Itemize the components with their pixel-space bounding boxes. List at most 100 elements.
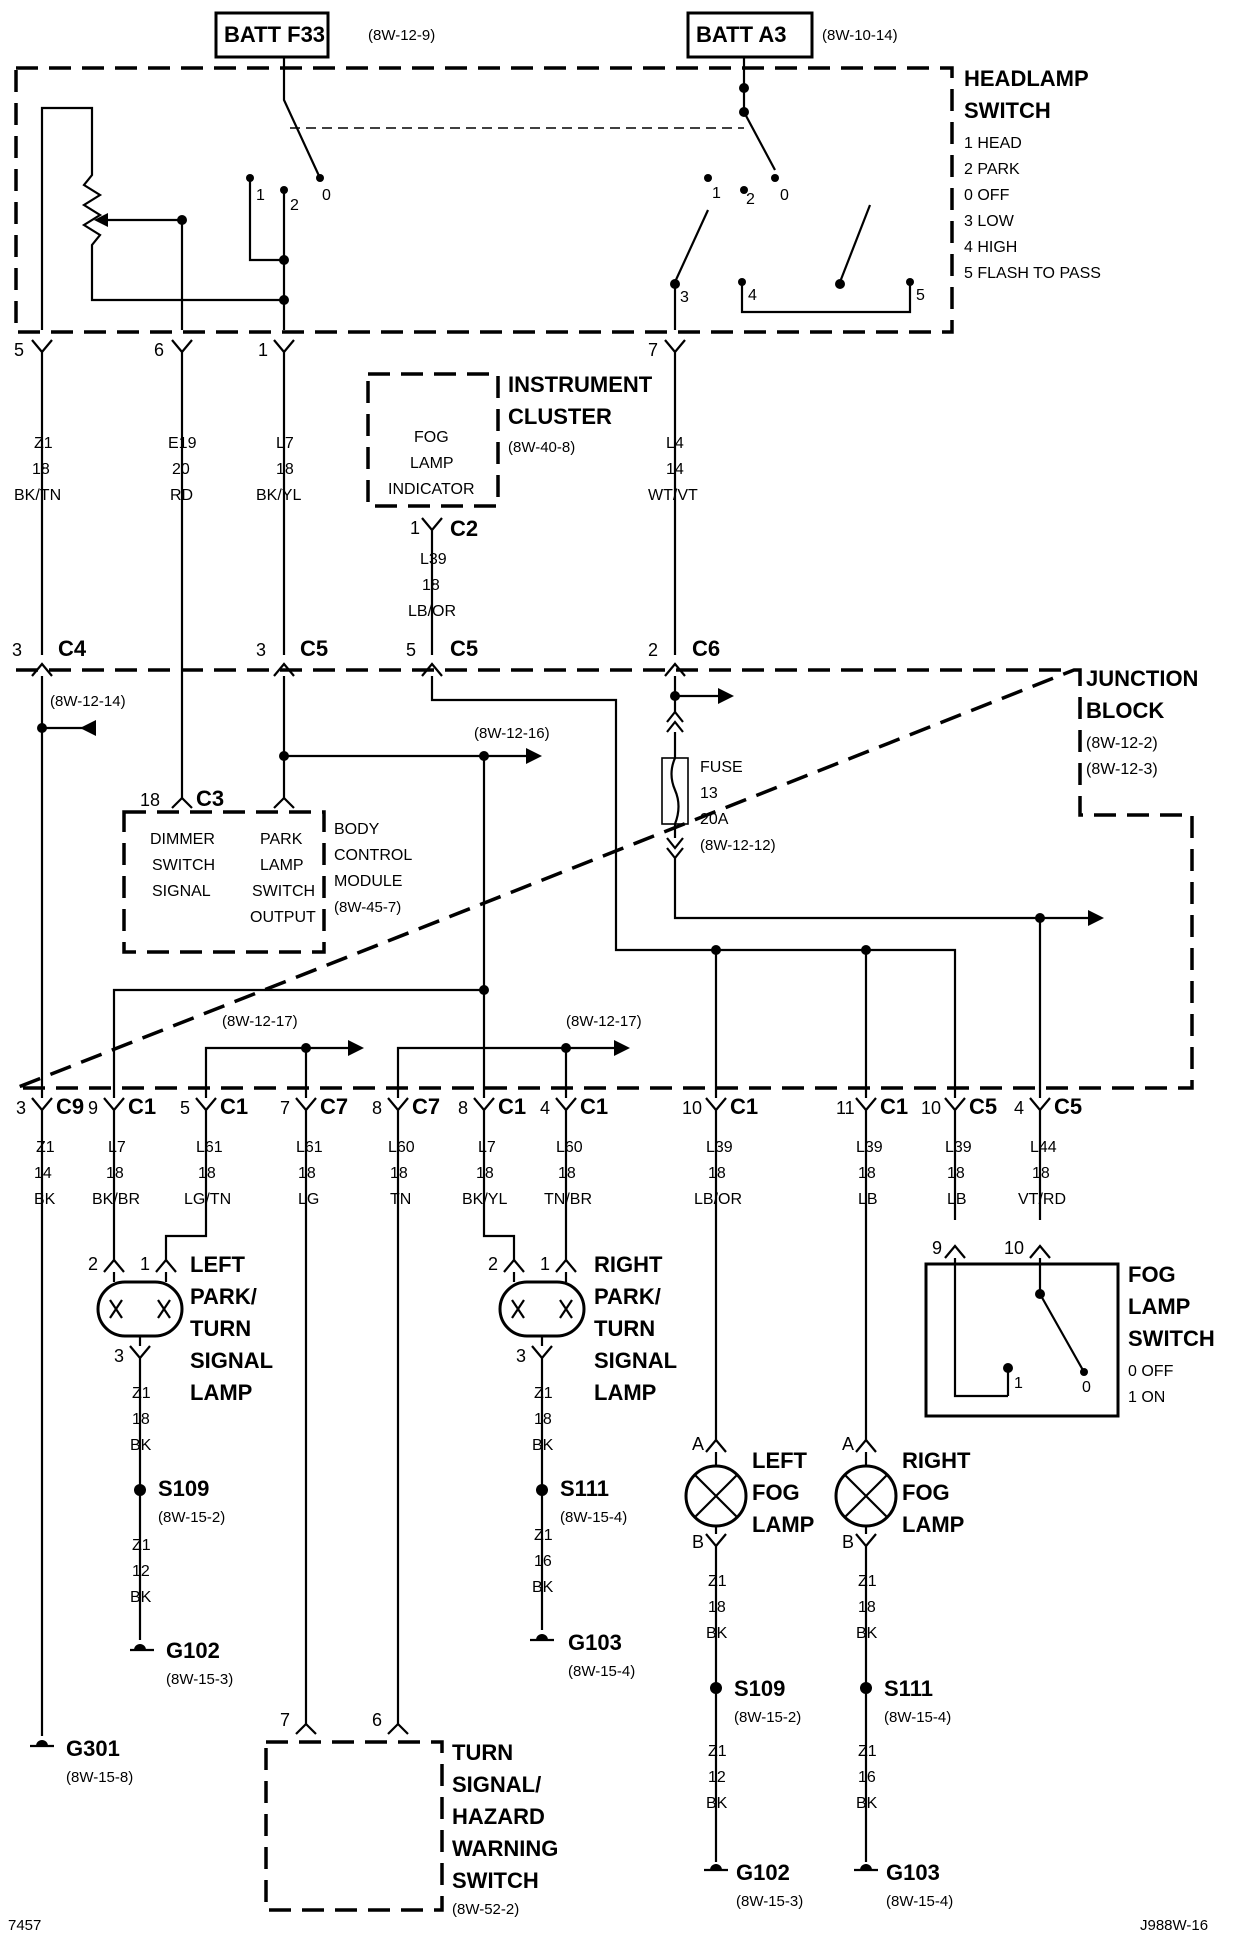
pin-5: 5 Z1 18 BK/TN [14,339,61,655]
svg-text:LB: LB [858,1191,878,1208]
svg-text:INDICATOR: INDICATOR [388,481,475,498]
headlamp-switch: HEADLAMP SWITCH 1 HEAD 2 PARK 0 OFF 3 LO… [14,57,1101,334]
svg-text:TN/BR: TN/BR [544,1191,592,1208]
svg-text:LB/OR: LB/OR [408,603,456,620]
svg-text:LG: LG [298,1191,319,1208]
svg-text:1: 1 [256,187,265,204]
svg-text:SWITCH: SWITCH [1128,1326,1215,1351]
svg-text:BATT F33: BATT F33 [224,22,325,47]
svg-text:C7: C7 [412,1094,440,1119]
svg-text:5: 5 [14,340,24,360]
svg-text:LAMP: LAMP [1128,1294,1190,1319]
svg-text:C1: C1 [128,1094,156,1119]
svg-text:18: 18 [132,1411,150,1428]
svg-text:18: 18 [708,1599,726,1616]
jb-top-c6: 2 C6 [648,636,720,677]
jb-bottom-pins: 3 C9 Z1 14 BK 9 C1 L7 18 BK/BR 5 C1 L61 … [16,1094,1082,1736]
svg-text:7: 7 [280,1098,290,1118]
svg-text:18: 18 [1032,1165,1050,1182]
svg-text:L60: L60 [556,1139,583,1156]
svg-text:G301: G301 [66,1736,120,1761]
svg-text:SWITCH: SWITCH [252,883,315,900]
svg-text:(8W-10-14): (8W-10-14) [822,27,898,44]
svg-text:(8W-12-9): (8W-12-9) [368,27,435,44]
svg-text:12: 12 [132,1563,150,1580]
svg-text:(8W-12-14): (8W-12-14) [50,693,126,710]
svg-text:A: A [692,1434,704,1454]
svg-text:18: 18 [422,577,440,594]
svg-text:0: 0 [780,187,789,204]
svg-text:(8W-15-4): (8W-15-4) [568,1663,635,1680]
svg-text:5: 5 [180,1098,190,1118]
svg-text:Z1: Z1 [36,1139,55,1156]
svg-text:G103: G103 [568,1630,622,1655]
svg-text:E19: E19 [168,435,197,452]
svg-text:BK: BK [706,1795,728,1812]
jb-c7-8: 8 C7 L60 18 TN [372,1094,440,1724]
right-park-turn-lamp: 2 1 RIGHT PARK/ TURN SIGNAL LAMP 3 Z1 18… [488,1252,677,1680]
svg-text:MODULE: MODULE [334,873,402,890]
jb-c1-5: 5 C1 L61 18 LG/TN [164,1094,248,1262]
svg-text:18: 18 [476,1165,494,1182]
svg-text:L39: L39 [420,551,447,568]
svg-text:L61: L61 [196,1139,223,1156]
svg-text:(8W-15-3): (8W-15-3) [166,1671,233,1688]
svg-text:1: 1 [1014,1375,1023,1392]
svg-text:L61: L61 [296,1139,323,1156]
svg-text:11: 11 [836,1098,855,1118]
jb-c1-4: 4 C1 L60 18 TN/BR [540,1094,608,1262]
svg-text:3: 3 [256,640,266,660]
svg-text:10: 10 [921,1098,941,1118]
pin-6: 6 E19 20 RD [154,339,197,798]
svg-text:SWITCH: SWITCH [964,98,1051,123]
svg-text:18: 18 [198,1165,216,1182]
svg-text:L4: L4 [666,435,684,452]
svg-text:13: 13 [700,785,718,802]
svg-text:(8W-15-4): (8W-15-4) [886,1893,953,1910]
svg-text:LAMP: LAMP [594,1380,656,1405]
svg-text:C9: C9 [56,1094,84,1119]
svg-text:C2: C2 [450,516,478,541]
svg-text:3: 3 [114,1346,124,1366]
figure-code-left: 7457 [8,1917,41,1934]
svg-text:8: 8 [372,1098,382,1118]
pin-1: 1 L7 18 BK/YL [256,339,301,655]
svg-text:C1: C1 [220,1094,248,1119]
svg-text:B: B [692,1532,704,1552]
svg-text:WARNING: WARNING [452,1836,558,1861]
svg-text:0 OFF: 0 OFF [964,187,1010,204]
svg-text:RIGHT: RIGHT [902,1448,971,1473]
svg-text:(8W-12-12): (8W-12-12) [700,837,776,854]
jb-c1-10: 10 C1 L39 18 LB/OR [682,1094,758,1442]
svg-text:HEADLAMP: HEADLAMP [964,66,1089,91]
svg-text:(8W-12-3): (8W-12-3) [1086,761,1158,778]
svg-text:1: 1 [540,1254,550,1274]
svg-text:FOG: FOG [1128,1262,1176,1287]
svg-text:C1: C1 [580,1094,608,1119]
jb-top-c5b: 5 C5 [406,636,478,677]
svg-text:5 FLASH TO PASS: 5 FLASH TO PASS [964,265,1101,282]
svg-text:PARK/: PARK/ [190,1284,257,1309]
svg-text:S109: S109 [734,1676,785,1701]
top-pins: 5 Z1 18 BK/TN 6 E19 20 RD 1 L7 18 BK/YL … [14,339,698,798]
svg-text:18: 18 [276,461,294,478]
svg-text:4: 4 [1014,1098,1024,1118]
svg-text:BK: BK [856,1625,878,1642]
batt-a3: BATT A3 (8W-10-14) [686,11,898,59]
svg-text:LG/TN: LG/TN [184,1191,231,1208]
svg-text:18: 18 [298,1165,316,1182]
svg-text:2: 2 [290,197,299,214]
svg-text:FOG: FOG [902,1480,950,1505]
svg-text:CLUSTER: CLUSTER [508,404,612,429]
svg-text:(8W-15-4): (8W-15-4) [884,1709,951,1726]
svg-text:18: 18 [390,1165,408,1182]
svg-text:L7: L7 [478,1139,496,1156]
svg-text:Z1: Z1 [708,1573,727,1590]
svg-text:FOG: FOG [414,429,449,446]
svg-text:LAMP: LAMP [410,455,454,472]
svg-text:18: 18 [558,1165,576,1182]
jb-c7-7: 7 C7 L61 18 LG [280,1094,348,1724]
svg-text:6: 6 [372,1710,382,1730]
svg-text:LAMP: LAMP [260,857,304,874]
